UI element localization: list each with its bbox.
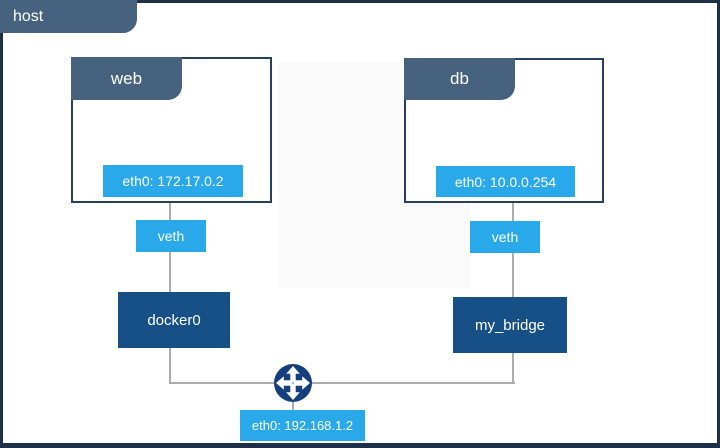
host-label-tab: host <box>0 0 137 33</box>
interface-label-web: eth0: 172.17.0.2 <box>103 165 243 197</box>
connector-web-to-veth <box>169 203 171 220</box>
veth-label-db-text: veth <box>491 229 519 245</box>
interface-label-host-text: eth0: 192.168.1.2 <box>251 418 354 433</box>
host-label-text: host <box>13 8 44 25</box>
bridge-node-docker0: docker0 <box>118 292 230 348</box>
router-crossroads-icon <box>274 364 312 402</box>
connector-router-horizontal <box>169 382 515 384</box>
veth-label-web: veth <box>136 220 206 252</box>
container-web-title: web <box>110 68 143 88</box>
bridge-my-bridge-text: my_bridge <box>474 316 546 334</box>
bridge-docker0-text: docker0 <box>147 311 201 329</box>
connector-docker0-to-router <box>169 348 171 384</box>
container-db-header: db <box>404 58 515 100</box>
interface-label-web-text: eth0: 172.17.0.2 <box>122 173 224 189</box>
container-db-title: db <box>450 69 469 88</box>
connector-router-to-eth-label <box>292 400 294 410</box>
veth-label-web-text: veth <box>157 228 185 244</box>
connector-mybridge-to-router <box>512 353 514 384</box>
connector-veth-to-docker0 <box>169 252 171 292</box>
bridge-node-my-bridge: my_bridge <box>453 297 567 353</box>
interface-label-db: eth0: 10.0.0.254 <box>436 166 575 197</box>
interface-label-host: eth0: 192.168.1.2 <box>240 410 365 441</box>
connector-veth-to-mybridge <box>512 253 514 297</box>
connector-db-to-veth <box>512 203 514 221</box>
container-web-header: web <box>71 57 182 100</box>
interface-label-db-text: eth0: 10.0.0.254 <box>454 173 557 190</box>
veth-label-db: veth <box>470 221 540 253</box>
